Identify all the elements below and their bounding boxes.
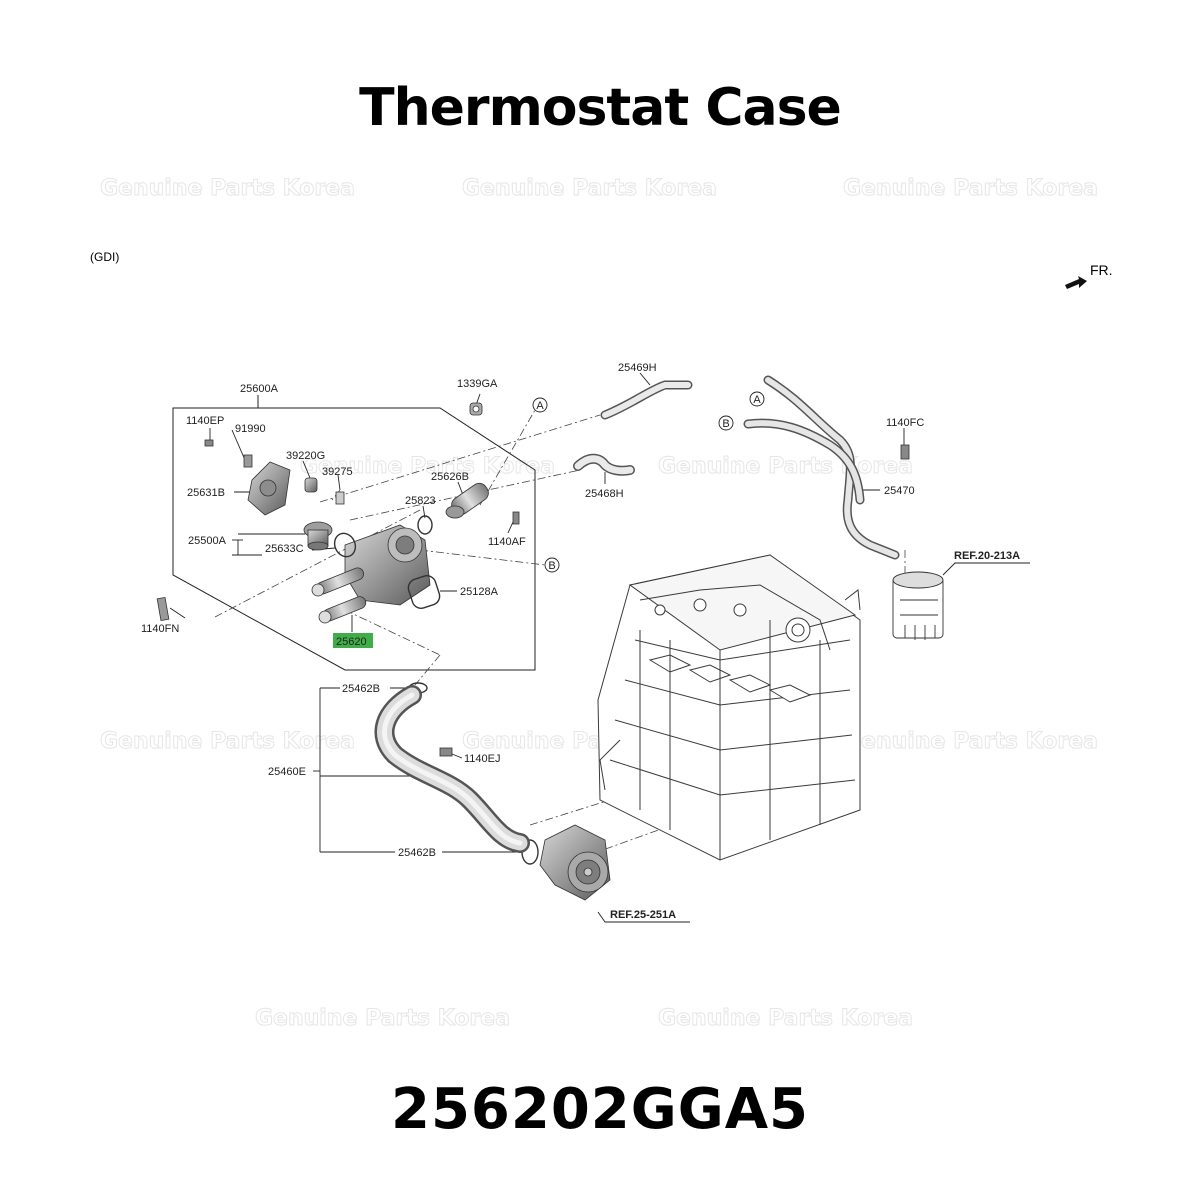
- water-pump: [539, 824, 611, 901]
- lower-coolant-hose: [374, 685, 530, 853]
- callout-labels: 25600A 1339GA 25469H 1140EP 91990 39220G…: [141, 362, 1020, 921]
- callout-25460E: 25460E: [268, 766, 306, 778]
- marker-a-top: A: [532, 397, 548, 413]
- callout-25468H: 25468H: [585, 488, 624, 500]
- callout-25469H: 25469H: [618, 362, 657, 374]
- pipe-fitting: [445, 482, 489, 519]
- callout-1140EJ: 1140EJ: [464, 753, 501, 765]
- assembly-outline: [172, 407, 536, 671]
- marker-a-pipe: A: [749, 391, 765, 407]
- callout-25620: 25620: [336, 636, 367, 648]
- reference-oil-cooler: REF.20-213A: [954, 550, 1020, 562]
- watermark-text: Genuine Parts Korea: [255, 1006, 510, 1031]
- callout-25626B: 25626B: [431, 471, 469, 483]
- front-arrow-icon: [1065, 276, 1087, 289]
- callout-1140FC: 1140FC: [886, 417, 924, 429]
- watermark-text: Genuine Parts Korea: [300, 454, 555, 479]
- svg-text:B: B: [722, 418, 729, 430]
- callout-25500A: 25500A: [188, 535, 227, 547]
- watermark-text: Genuine Parts Korea: [658, 454, 913, 479]
- page-title: Thermostat Case: [359, 78, 842, 138]
- svg-text:A: A: [753, 394, 761, 406]
- watermark-text: Genuine Parts Korea: [843, 176, 1098, 201]
- watermark-text: Genuine Parts Korea: [462, 176, 717, 201]
- marker-b-pipe: B: [718, 415, 734, 431]
- reference-leaders: [597, 562, 1030, 923]
- reference-water-pump: REF.25-251A: [610, 909, 676, 921]
- bolts-and-sensors: [156, 402, 910, 757]
- gaskets: [333, 515, 539, 865]
- callout-39220G: 39220G: [286, 450, 325, 462]
- part-number: 256202GGA5: [390, 1077, 810, 1142]
- engine-block-illustration: [597, 554, 861, 861]
- svg-text:A: A: [536, 400, 544, 412]
- marker-b-right: B: [544, 557, 560, 573]
- highlight-box: [333, 633, 373, 648]
- outlet-fitting: [247, 461, 291, 516]
- callout-25823: 25823: [405, 495, 436, 507]
- engine-variant-note: (GDI): [90, 250, 120, 264]
- callout-25633C: 25633C: [265, 543, 304, 555]
- upper-hoses: [573, 380, 693, 476]
- callout-25128A: 25128A: [460, 586, 499, 598]
- callout-25462B-bottom: 25462B: [398, 847, 436, 859]
- callout-1140FN: 1140FN: [141, 623, 179, 635]
- watermark-text: Genuine Parts Korea: [100, 729, 355, 754]
- oil-cooler-housing: [892, 571, 944, 640]
- callout-91990: 91990: [235, 423, 266, 435]
- thermostat-case-housing: [311, 524, 431, 624]
- watermark-text: Genuine Parts Korea: [100, 176, 355, 201]
- watermark-text: Genuine Parts Korea: [658, 1006, 913, 1031]
- callout-1339GA: 1339GA: [457, 378, 498, 390]
- callout-25631B: 25631B: [187, 487, 225, 499]
- heater-pipe-assembly: [743, 375, 900, 560]
- callout-1140AF: 1140AF: [488, 536, 526, 548]
- watermark-group: Genuine Parts Korea Genuine Parts Korea …: [100, 176, 1099, 1032]
- callout-25462B-top: 25462B: [342, 683, 380, 695]
- watermark-text: Genuine Parts Korea: [843, 729, 1098, 754]
- callout-39275: 39275: [322, 466, 353, 478]
- callout-25470: 25470: [884, 485, 915, 497]
- callout-25600A: 25600A: [240, 383, 279, 395]
- thermostat-element: [303, 521, 333, 551]
- front-label: FR.: [1090, 262, 1113, 278]
- svg-text:B: B: [548, 560, 555, 572]
- callout-1140EP: 1140EP: [186, 415, 224, 427]
